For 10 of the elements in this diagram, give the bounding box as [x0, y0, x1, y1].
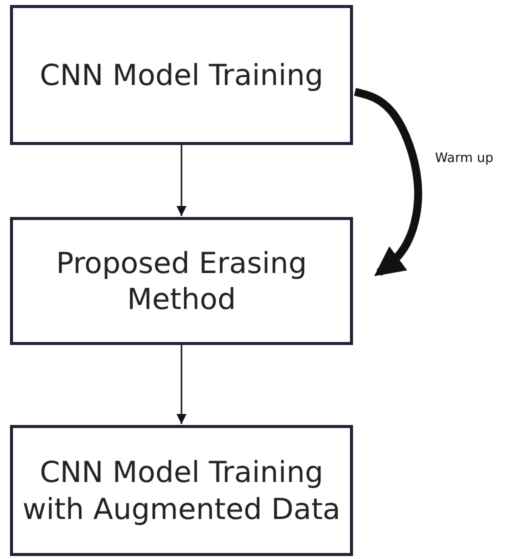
- process-box: [10, 425, 353, 556]
- process-box: [10, 217, 353, 345]
- edge-label: Warm up: [435, 151, 494, 166]
- box-text: CNN Model Training with Augmented Data: [22, 454, 342, 527]
- box-text: CNN Model Training: [40, 56, 324, 94]
- arrow: [354, 88, 422, 276]
- arrow: [176, 345, 186, 424]
- box-text: Proposed Erasing Method: [55, 244, 308, 318]
- process-box: [10, 5, 353, 145]
- arrow: [176, 145, 186, 216]
